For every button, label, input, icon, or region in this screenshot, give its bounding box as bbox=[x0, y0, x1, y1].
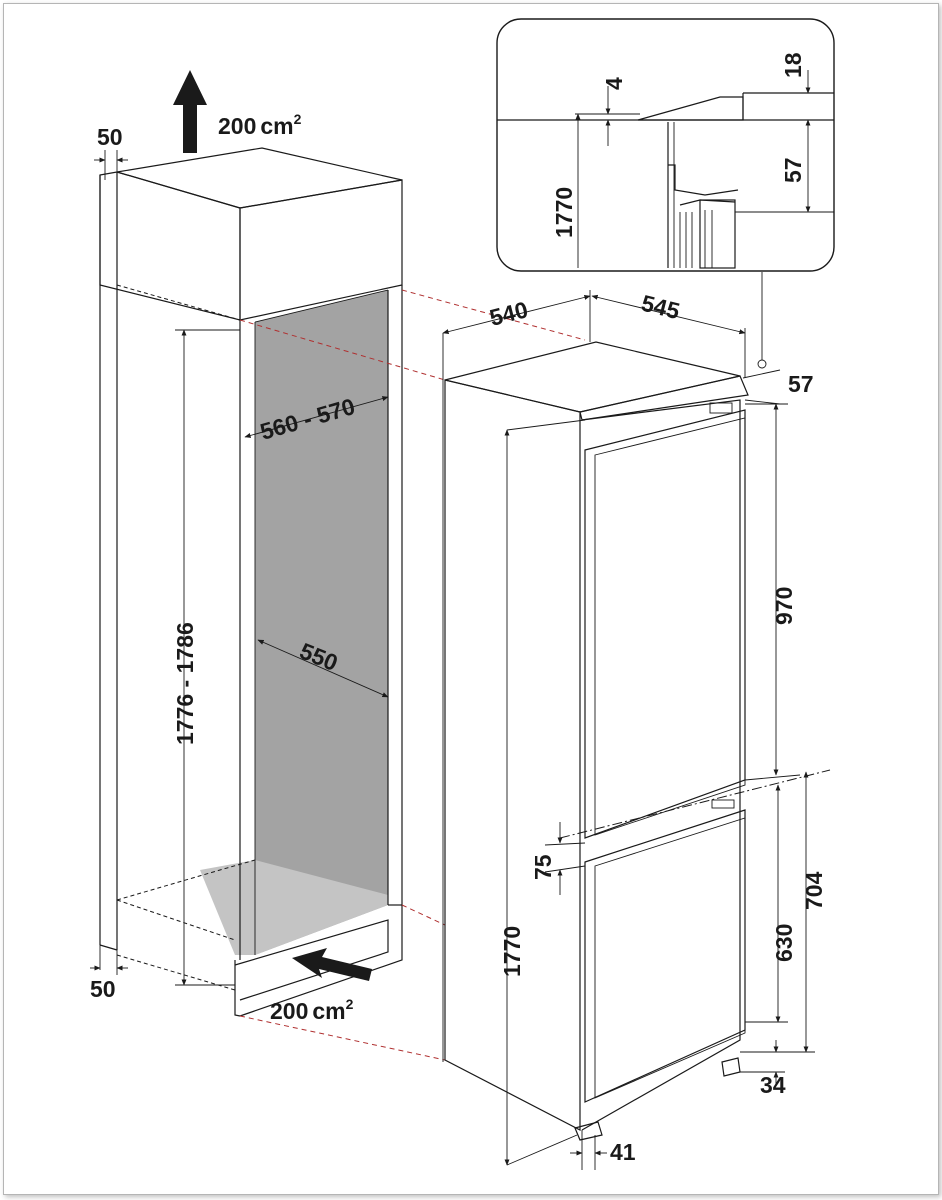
detail-inset bbox=[496, 18, 835, 272]
detail-height: 1770 bbox=[551, 187, 577, 238]
bottom-airflow-arrow-icon bbox=[292, 948, 372, 981]
lower-total-height: 704 bbox=[801, 871, 827, 910]
niche-bottom-offset: 50 bbox=[90, 976, 116, 1002]
foot-offset: 41 bbox=[610, 1139, 636, 1165]
niche-height: 1776 - 1786 bbox=[172, 622, 198, 745]
niche-top-box-lid bbox=[116, 147, 403, 209]
lower-door-height: 630 bbox=[771, 924, 797, 962]
top-hinge bbox=[709, 402, 733, 414]
niche-floor bbox=[255, 860, 388, 955]
appliance-side bbox=[444, 379, 581, 1131]
niche-cabinet bbox=[99, 147, 403, 1017]
top-airflow-arrow-icon bbox=[173, 70, 207, 153]
appliance-top bbox=[444, 341, 741, 413]
detail-gap: 4 bbox=[601, 77, 627, 90]
appliance-height: 1770 bbox=[499, 926, 525, 977]
niche-top-offset: 50 bbox=[97, 124, 123, 150]
upper-door bbox=[584, 409, 746, 839]
middle-hinge bbox=[711, 799, 735, 809]
appliance bbox=[444, 341, 749, 1141]
lower-door bbox=[584, 809, 746, 1103]
base-gap: 34 bbox=[760, 1072, 786, 1098]
detail-top: 18 bbox=[780, 52, 806, 78]
upper-door-height: 970 bbox=[771, 587, 797, 625]
niche-top-box-left bbox=[99, 171, 241, 321]
detail-callout-marker bbox=[757, 359, 767, 369]
appliance-depth: 540 bbox=[487, 296, 531, 331]
rear-foot bbox=[721, 1057, 741, 1077]
appliance-top-hinge: 57 bbox=[788, 371, 814, 397]
door-gap: 75 bbox=[530, 854, 556, 880]
niche-interior bbox=[255, 290, 388, 955]
appliance-width: 545 bbox=[639, 290, 683, 325]
detail-hinge: 57 bbox=[780, 157, 806, 183]
front-foot bbox=[574, 1121, 603, 1141]
